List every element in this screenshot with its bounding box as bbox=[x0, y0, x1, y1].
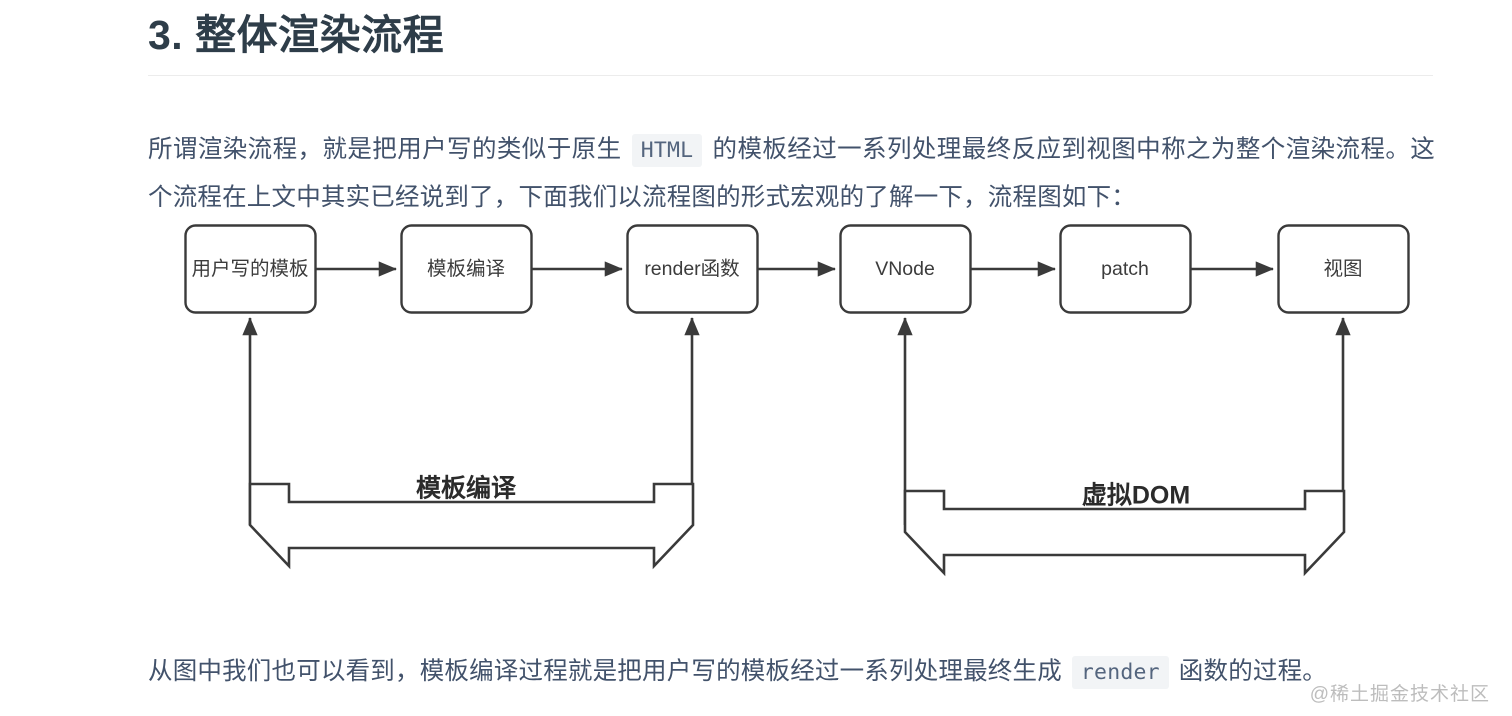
flow-node-patch-label: patch bbox=[1101, 258, 1149, 280]
flow-node-patch-box bbox=[1059, 224, 1192, 314]
flow-node-render-box bbox=[626, 224, 759, 314]
inline-code-render: render bbox=[1071, 655, 1169, 689]
flow-diagram-svg: 用户写的模板 模板编译 render函数 VNode patch 视图 bbox=[184, 224, 1410, 577]
band-virtual-dom-shape bbox=[903, 489, 1346, 577]
intro-paragraph-part2: 的模板经过一系列处理最终反应到视图中称之为整个渲染流程。这个流程在上文中其实已经… bbox=[148, 135, 1435, 211]
conclusion-paragraph-part1: 从图中我们也可以看到，模板编译过程就是把用户写的模板经过一系列处理最终生成 bbox=[148, 657, 1069, 685]
flow-node-vnode-box bbox=[839, 224, 972, 314]
inline-code-html: HTML bbox=[631, 133, 703, 167]
intro-paragraph-part1: 所谓渲染流程，就是把用户写的类似于原生 bbox=[148, 135, 629, 163]
flow-node-template[interactable]: 用户写的模板 bbox=[184, 224, 317, 314]
flow-node-view-box bbox=[1277, 224, 1410, 314]
flow-node-view[interactable]: 视图 bbox=[1277, 224, 1410, 314]
band-virtual-dom-label: 虚拟DOM bbox=[1082, 482, 1190, 510]
flow-node-template-box bbox=[184, 224, 317, 314]
conclusion-paragraph-part2: 函数的过程。 bbox=[1171, 657, 1327, 685]
flow-node-compile[interactable]: 模板编译 bbox=[400, 224, 533, 314]
flow-node-compile-box bbox=[400, 224, 533, 314]
flow-node-patch[interactable]: patch bbox=[1059, 224, 1192, 314]
flow-node-vnode[interactable]: VNode bbox=[839, 224, 972, 314]
flow-node-render[interactable]: render函数 bbox=[626, 224, 759, 314]
flow-node-vnode-label: VNode bbox=[875, 258, 935, 280]
page-title: 3. 整体渲染流程 bbox=[148, 12, 445, 58]
flow-node-render-label: render函数 bbox=[644, 258, 739, 280]
flow-node-compile-label: 模板编译 bbox=[427, 258, 505, 280]
flow-node-view-label: 视图 bbox=[1323, 258, 1362, 280]
flow-node-template-label: 用户写的模板 bbox=[191, 258, 308, 280]
conclusion-paragraph: 从图中我们也可以看到，模板编译过程就是把用户写的模板经过一系列处理最终生成 re… bbox=[148, 648, 1435, 696]
band-virtual-dom: 虚拟DOM bbox=[903, 482, 1346, 577]
watermark: @稀土掘金技术社区 bbox=[1309, 684, 1490, 705]
band-template-compile: 模板编译 bbox=[248, 474, 695, 570]
intro-paragraph: 所谓渲染流程，就是把用户写的类似于原生 HTML 的模板经过一系列处理最终反应到… bbox=[148, 126, 1435, 221]
render-flow-diagram: 用户写的模板 模板编译 render函数 VNode patch 视图 bbox=[0, 205, 1512, 605]
band-template-compile-shape bbox=[248, 482, 695, 570]
band-template-compile-label: 模板编译 bbox=[416, 474, 517, 503]
heading-divider bbox=[148, 75, 1433, 77]
page-heading-block: 3. 整体渲染流程 bbox=[148, 8, 1433, 77]
